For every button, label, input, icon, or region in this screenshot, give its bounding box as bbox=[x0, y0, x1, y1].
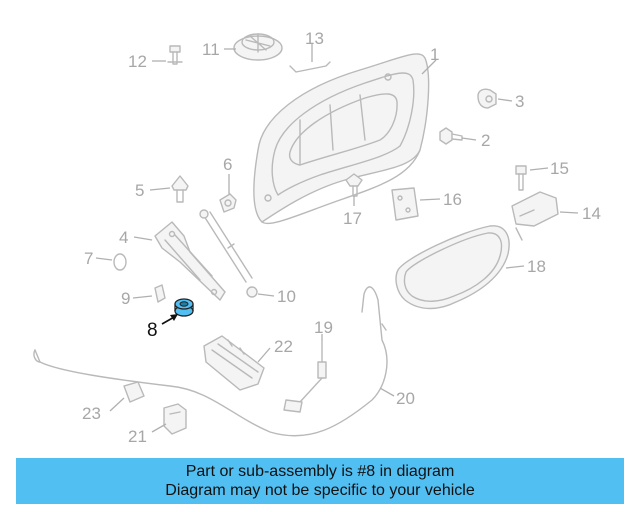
part-6-mount bbox=[219, 193, 237, 213]
banner-line-1: Part or sub-assembly is #8 in diagram bbox=[185, 463, 455, 480]
leader-lines bbox=[95, 44, 579, 433]
part-22-latch bbox=[203, 335, 265, 391]
part-8-hole bbox=[179, 301, 189, 307]
part-1-trunk-lid bbox=[253, 53, 430, 225]
callout-17: 17 bbox=[343, 209, 362, 228]
part-16-striker bbox=[391, 187, 419, 221]
parts-diagram: 1 2 3 4 5 6 7 9 10 11 12 13 14 15 16 17 … bbox=[33, 29, 601, 446]
part-17-push-pin bbox=[345, 173, 363, 197]
callout-12: 12 bbox=[128, 52, 147, 71]
callout-6: 6 bbox=[223, 155, 232, 174]
callout-5: 5 bbox=[135, 181, 144, 200]
part-7-grommet bbox=[113, 253, 127, 271]
callout-3: 3 bbox=[515, 92, 524, 111]
callout-16: 16 bbox=[443, 190, 462, 209]
callout-7: 7 bbox=[84, 249, 93, 268]
part-20-cable bbox=[34, 286, 388, 437]
callout-15: 15 bbox=[550, 159, 569, 178]
callout-2: 2 bbox=[481, 131, 490, 150]
part-11-speaker bbox=[233, 33, 283, 61]
part-10-gas-strut bbox=[199, 209, 258, 298]
callout-1: 1 bbox=[430, 45, 439, 64]
callout-23: 23 bbox=[82, 404, 101, 423]
leader-8-arrowhead bbox=[170, 314, 178, 321]
part-13-rod bbox=[289, 61, 331, 73]
part-21-switch bbox=[163, 403, 187, 435]
part-9-bumper bbox=[154, 284, 166, 303]
callout-8: 8 bbox=[147, 320, 158, 341]
part-14-lock bbox=[511, 191, 559, 241]
callout-10: 10 bbox=[277, 287, 296, 306]
part-23-handle bbox=[123, 381, 145, 403]
part-8-bushing bbox=[174, 298, 194, 317]
part-19-sensor bbox=[283, 339, 327, 413]
callout-18: 18 bbox=[527, 257, 546, 276]
callout-21: 21 bbox=[128, 427, 147, 446]
part-15-screw bbox=[515, 165, 527, 191]
callout-13: 13 bbox=[305, 29, 324, 48]
callout-9: 9 bbox=[121, 289, 130, 308]
callout-11: 11 bbox=[202, 40, 220, 59]
part-5-clip bbox=[171, 175, 189, 203]
callout-14: 14 bbox=[582, 204, 601, 223]
callout-22: 22 bbox=[274, 337, 293, 356]
part-3-bump-stop bbox=[477, 88, 497, 109]
info-banner: Part or sub-assembly is #8 in diagram Di… bbox=[16, 458, 624, 504]
callout-labels: 1 2 3 4 5 6 7 9 10 11 12 13 14 15 16 17 … bbox=[82, 29, 601, 446]
callout-20: 20 bbox=[396, 389, 415, 408]
callout-4: 4 bbox=[119, 228, 128, 247]
part-2-bolt bbox=[439, 127, 463, 145]
part-18-window bbox=[395, 225, 510, 310]
part-4-hinge bbox=[154, 221, 226, 301]
part-12-bolt bbox=[167, 45, 183, 65]
banner-line-2: Diagram may not be specific to your vehi… bbox=[165, 482, 475, 499]
callout-19: 19 bbox=[314, 318, 333, 337]
